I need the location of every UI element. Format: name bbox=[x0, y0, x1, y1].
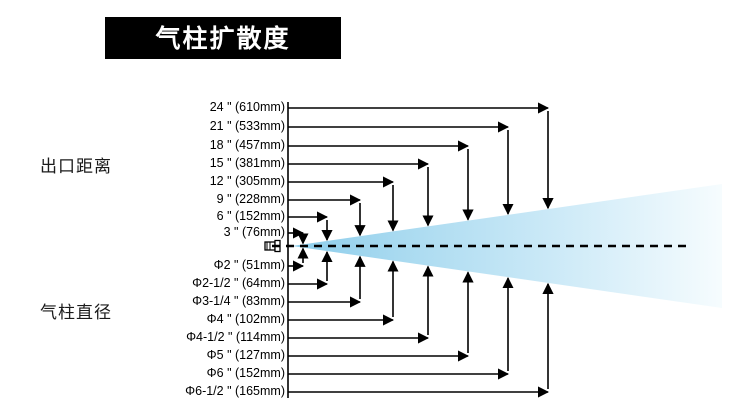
distance-row-1 bbox=[288, 121, 514, 215]
section-caption-column-diameter: 气柱直径 bbox=[40, 303, 112, 323]
section-caption-outlet-distance: 出口距离 bbox=[40, 157, 112, 177]
diffusion-cone bbox=[292, 184, 722, 308]
distance-row-2 bbox=[288, 140, 474, 221]
distance-row-4 bbox=[288, 176, 399, 232]
diameter-row-7 bbox=[288, 282, 554, 398]
distance-row-5 bbox=[288, 194, 366, 237]
diameter-row-5 bbox=[288, 271, 474, 362]
diameter-row-4 bbox=[288, 265, 434, 344]
distance-row-3 bbox=[288, 158, 434, 227]
diameter-row-0 bbox=[288, 247, 309, 272]
distance-row-6 bbox=[288, 211, 333, 242]
diameter-row-2 bbox=[288, 255, 366, 308]
page-title: 气柱扩散度 bbox=[155, 23, 291, 53]
lower-arrow-group bbox=[288, 247, 554, 398]
diameter-row-1 bbox=[288, 250, 333, 290]
diameter-row-6 bbox=[288, 277, 514, 380]
distance-row-0 bbox=[288, 102, 554, 210]
title-bar: 气柱扩散度 bbox=[105, 17, 341, 59]
diameter-row-3 bbox=[288, 260, 399, 326]
distance-row-7 bbox=[288, 227, 309, 245]
upper-arrow-group bbox=[288, 102, 554, 245]
